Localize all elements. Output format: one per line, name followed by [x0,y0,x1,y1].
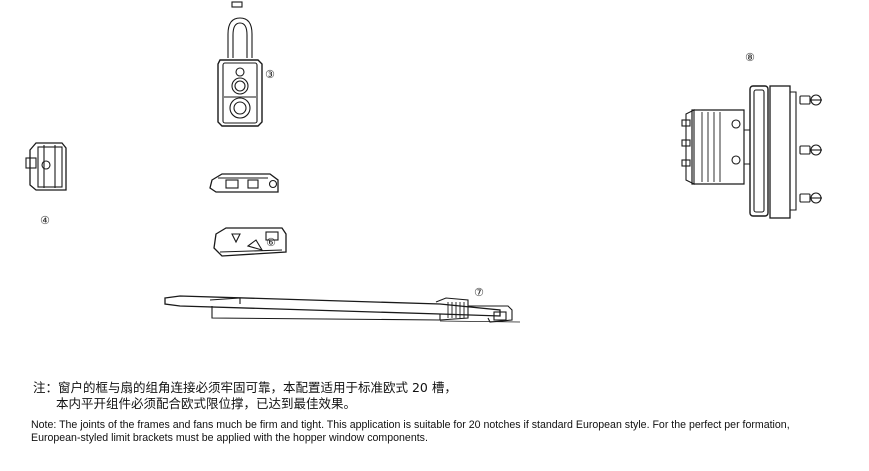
callout-8: ⑧ [745,51,755,64]
part-4-clip-drawing [25,142,67,191]
note-en-text: Note: The joints of the frames and fans … [31,419,790,444]
callout-7: ⑦ [474,286,484,299]
callout-3: ③ [265,68,275,81]
part-7-limit-bracket-drawing [164,295,521,323]
part-6-striker-drawing [213,227,287,257]
callout-6: ⑥ [266,236,276,249]
part-3-keeper-drawing [217,1,263,127]
note-cn-line-2: 本内平开组件必须配合欧式限位撑，已达到最佳效果。 [56,396,357,411]
callout-4: ④ [40,214,50,227]
note-cn-line-1: 注：窗户的框与扇的组角连接必须牢固可靠，本配置适用于标准欧式 20 槽， [33,380,457,395]
corner-connector-drawing [209,173,279,193]
part-8-hinge-drawing [681,85,822,219]
